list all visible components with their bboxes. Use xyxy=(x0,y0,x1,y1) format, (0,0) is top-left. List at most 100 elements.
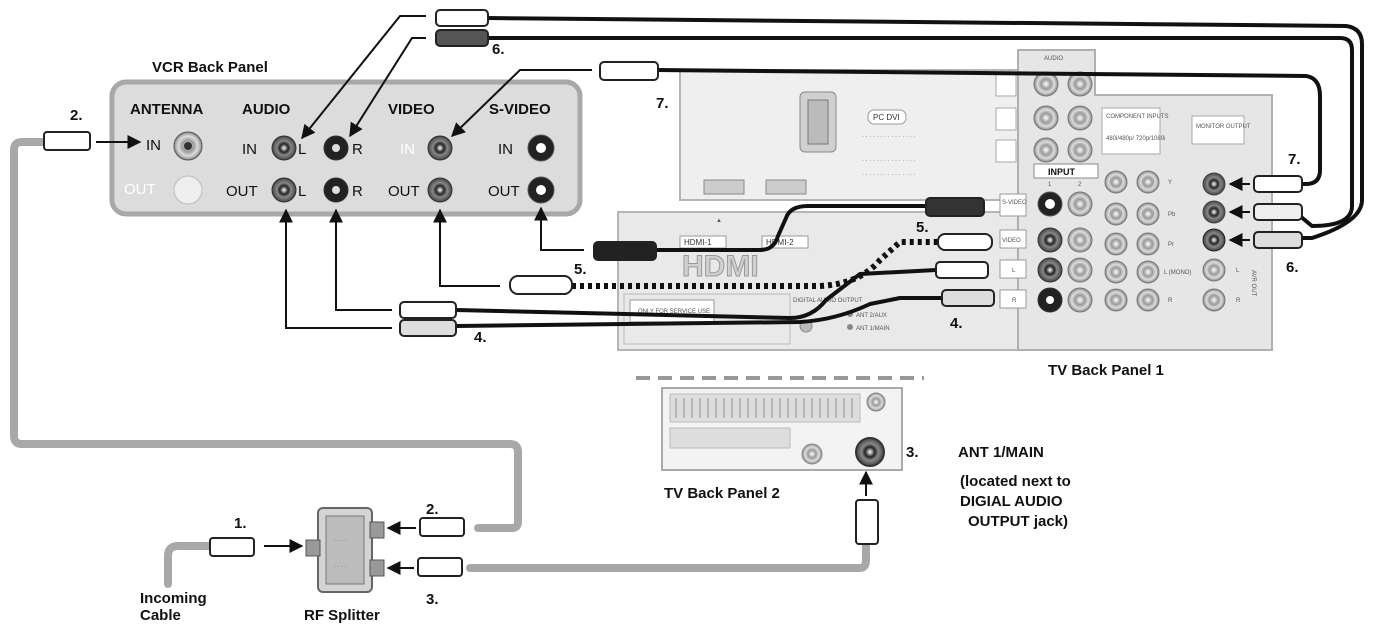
tv-audio-top-jacks xyxy=(1033,71,1093,163)
ant2-label: ANT 2/AUX xyxy=(856,313,887,319)
rca-plugs xyxy=(399,9,1303,337)
tv-audio-r-label: R xyxy=(1012,298,1017,304)
tv-audio-l-input-1 xyxy=(1037,257,1063,283)
hdmi-2-label: HDMI-2 xyxy=(766,238,794,247)
l-mono-label: L (MONO) xyxy=(1164,270,1191,276)
cable-5-svideo xyxy=(656,204,926,252)
step-5-vcr: 5. xyxy=(574,261,587,278)
vcr-audio-out-label: OUT xyxy=(226,183,258,200)
vcr-svideo-label: S-VIDEO xyxy=(489,101,551,118)
hdmi-2-port xyxy=(765,179,807,195)
ant-note-line3: OUTPUT jack) xyxy=(968,513,1068,530)
svg-text:R: R xyxy=(352,183,363,200)
tv-video-input-1 xyxy=(1037,227,1063,253)
vcr-svideo-out-label: OUT xyxy=(488,183,520,200)
service-label: ONLY FOR SERVICE USE xyxy=(638,309,710,315)
arrow-5-from-video-out xyxy=(433,208,500,287)
coax-connectors xyxy=(43,131,879,577)
step-7-tv: 7. xyxy=(1288,151,1301,168)
tv-video-label: VIDEO xyxy=(1002,238,1021,244)
vcr-antenna-out-label: OUT xyxy=(124,181,156,198)
cable-5-video xyxy=(572,239,940,289)
connection-arrows xyxy=(96,15,1250,575)
arrow-4-from-audio-out-l xyxy=(279,208,392,329)
arrow-4-from-audio-out-r xyxy=(329,208,392,311)
tv-input-jacks xyxy=(1037,191,1093,313)
cable-6-left xyxy=(485,16,1364,240)
step-6-vcr: 6. xyxy=(492,41,505,58)
pb-label: Pb xyxy=(1168,212,1176,218)
vcr-audio-in-l-jack xyxy=(271,135,297,161)
step-5-tv: 5. xyxy=(916,219,929,236)
vcr-back-panel: ANTENNA AUDIO VIDEO S-VIDEO IN OUT IN L … xyxy=(109,79,583,217)
cable-4-left xyxy=(455,268,937,320)
avr-out-label: AVR OUT xyxy=(1250,270,1256,297)
monitor-output-jacks xyxy=(1202,172,1226,312)
cable-7 xyxy=(655,68,1322,186)
pc-dvi-label: PC DVI xyxy=(873,113,900,122)
step-3-splitter: 3. xyxy=(426,591,439,608)
step-2-vcr: 2. xyxy=(70,107,83,124)
vcr-antenna-in-label: IN xyxy=(146,137,161,154)
monitor-output-label: MONITOR OUTPUT xyxy=(1196,124,1251,130)
pc-dvi-port xyxy=(799,91,837,153)
coax-cables xyxy=(10,138,870,588)
rf-splitter-title: RF Splitter xyxy=(304,607,380,624)
incoming-cable xyxy=(164,542,220,588)
hdmi-1-label: HDMI-1 xyxy=(684,238,712,247)
y-label: Y xyxy=(1168,180,1172,186)
svg-text:L: L xyxy=(298,141,306,158)
vcr-video-label: VIDEO xyxy=(388,101,435,118)
avr-r-label: R xyxy=(1236,298,1241,304)
vcr-antenna-out-jack xyxy=(173,175,203,205)
hdmi-logo: HDMI xyxy=(682,250,759,283)
input-2-label: 2 xyxy=(1078,182,1082,188)
cable-4-right xyxy=(455,296,942,328)
vcr-video-out-label: OUT xyxy=(388,183,420,200)
vcr-video-out-jack xyxy=(427,177,453,203)
incoming-cable-line1: Incoming xyxy=(140,590,207,607)
ant1-label: ANT 1/MAIN xyxy=(856,326,890,332)
tv-audio-l-label: L xyxy=(1012,268,1016,274)
svg-text:▲: ▲ xyxy=(716,218,722,224)
svg-text:· · · ·: · · · · xyxy=(334,538,347,544)
vcr-audio-label: AUDIO xyxy=(242,101,291,118)
component-jacks xyxy=(1104,170,1160,312)
component-res-label: 480i/480p/ 720p/1080i xyxy=(1106,136,1165,142)
vcr-audio-in-label: IN xyxy=(242,141,257,158)
step-6-tv: 6. xyxy=(1286,259,1299,276)
input-header: INPUT xyxy=(1048,167,1076,177)
incoming-cable-line2: Cable xyxy=(140,607,181,624)
svg-text:L: L xyxy=(298,183,306,200)
arrow-5-from-svideo-out xyxy=(534,206,584,251)
arrow-7-to-vcr-video-in xyxy=(450,69,592,137)
ant-step-3b: 3. xyxy=(906,444,919,461)
r-comp-label: R xyxy=(1168,298,1173,304)
tv-svideo-label: S-VIDEO xyxy=(1002,200,1027,206)
arrow-6-to-vcr-audio-in-l xyxy=(301,15,426,140)
tv-back-panel-2-title: TV Back Panel 2 xyxy=(664,485,780,502)
ant-note-line1: (located next to xyxy=(960,473,1071,490)
hdmi-1-port xyxy=(703,179,745,195)
tv-audio-header: AUDIO xyxy=(1044,56,1063,62)
rf-splitter: · · · · · · · · xyxy=(305,507,385,593)
vcr-video-in-label: IN xyxy=(400,141,415,158)
vcr-svideo-in-label: IN xyxy=(498,141,513,158)
vcr-audio-out-l-jack xyxy=(271,177,297,203)
input-1-label: 1 xyxy=(1048,182,1052,188)
svg-text:· · · · · · · · · · · · · · ·: · · · · · · · · · · · · · · · xyxy=(862,158,915,164)
svg-text:R: R xyxy=(352,141,363,158)
avr-l-label: L xyxy=(1236,268,1240,274)
step-1: 1. xyxy=(234,515,247,532)
ant-note-title: ANT 1/MAIN xyxy=(958,444,1044,461)
tv-ant1-main-jack xyxy=(855,437,885,467)
pr-label: Pr xyxy=(1168,242,1174,248)
step-7-vcr: 7. xyxy=(656,95,669,112)
cable-6-right xyxy=(486,36,1354,228)
vcr-video-in-jack xyxy=(427,135,453,161)
vcr-back-panel-title: VCR Back Panel xyxy=(152,59,268,76)
arrow-6-to-vcr-audio-in-r xyxy=(349,37,426,138)
step-4-vcr: 4. xyxy=(474,329,487,346)
component-inputs-label: COMPONENT INPUTS xyxy=(1106,114,1169,120)
